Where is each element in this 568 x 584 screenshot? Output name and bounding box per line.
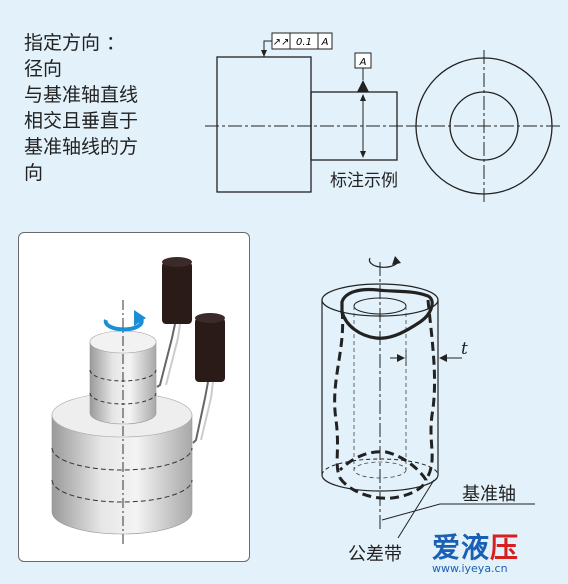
- desc-line-5: 基准轴线的方: [24, 136, 139, 158]
- desc-line-4: 相交且垂直于: [24, 110, 139, 132]
- direction-description: 指定方向 ： 径向 与基准轴直线 相交且垂直于 基准轴线的方 向: [24, 30, 194, 186]
- stepped-shaft-illustration: [51, 257, 225, 545]
- rotation-arrow-icon: [103, 316, 144, 332]
- feature-control-frame: ↗↗ 0.1 A: [261, 32, 333, 57]
- desc-line-6: 向: [24, 162, 44, 184]
- datum-reference: A: [321, 37, 329, 48]
- runout-symbol: ↗↗: [273, 37, 290, 48]
- tolerance-zone-schematic: t: [321, 256, 535, 539]
- technical-drawing: ↗↗ 0.1 A A 标注示例: [205, 32, 560, 202]
- frame-leader-line: [263, 40, 272, 57]
- desc-line-2: 径向: [24, 58, 63, 80]
- watermark-text-blue: 爱液: [432, 531, 491, 564]
- datum-triangle: [357, 80, 369, 92]
- desc-line-3: 与基准轴直线: [24, 84, 139, 106]
- dial-probe-2: [195, 318, 225, 382]
- shaft-large-section: [216, 56, 312, 193]
- datum-axis-label: 基准轴: [462, 484, 516, 505]
- t-label: t: [461, 339, 468, 359]
- datum-flag-label: A: [359, 57, 367, 68]
- tolerance-zone-leader: [397, 479, 435, 539]
- drawing-caption: 标注示例: [330, 171, 398, 191]
- dial-probe-1: [162, 262, 192, 324]
- datum-axis-leader: [381, 503, 535, 521]
- watermark-url: www.iyeya.cn: [432, 562, 508, 575]
- tolerance-value: 0.1: [296, 37, 312, 48]
- watermark-text-red: 压: [490, 531, 520, 564]
- desc-line-1: 指定方向 ：: [24, 32, 126, 54]
- site-watermark: 爱液压 www.iyeya.cn: [432, 526, 519, 575]
- datum-flag: A: [354, 52, 372, 92]
- tolerance-zone-label: 公差带: [348, 544, 402, 565]
